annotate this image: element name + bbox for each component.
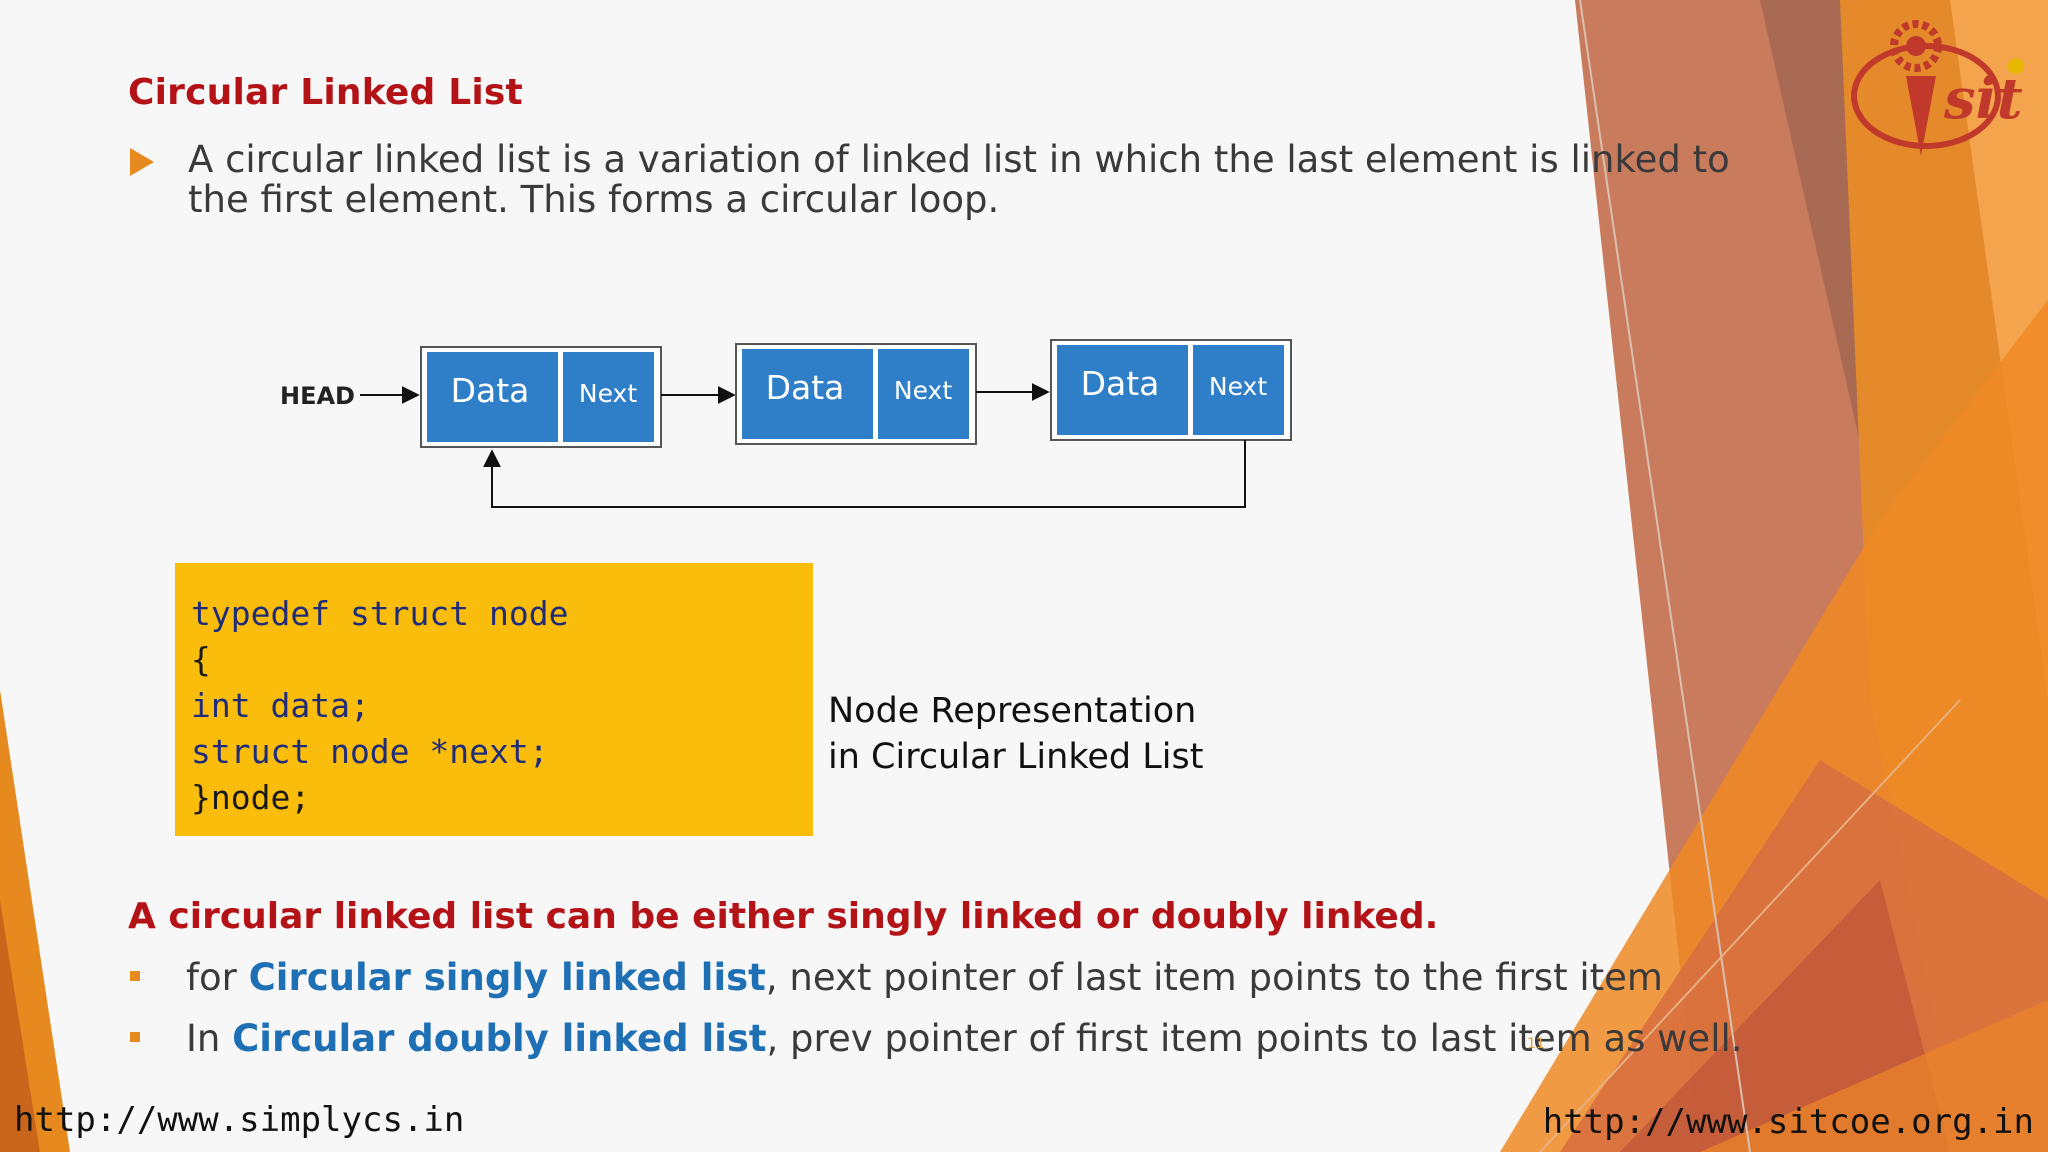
svg-text:sit: sit bbox=[1943, 66, 2023, 132]
bullet-doubly-highlight: Circular doubly linked list bbox=[232, 1017, 767, 1060]
footer-url-left[interactable]: http://www.simplycs.in bbox=[14, 1100, 465, 1140]
bullet-doubly-pre: In bbox=[186, 1017, 233, 1060]
code-line-5: }node; bbox=[191, 778, 311, 817]
node-3: Data Next bbox=[1050, 339, 1292, 441]
code-line-4: struct node *next; bbox=[191, 732, 549, 771]
head-label: HEAD bbox=[280, 382, 355, 410]
bullet-singly-post: , next pointer of last item points to th… bbox=[765, 956, 1663, 999]
footer-url-right[interactable]: http://www.sitcoe.org.in bbox=[1542, 1102, 2034, 1142]
node-3-data: Data bbox=[1081, 364, 1160, 403]
bullet-doubly: In Circular doubly linked list, prev poi… bbox=[130, 1017, 1743, 1060]
page-number: 11 bbox=[1527, 1036, 1545, 1052]
code-caption: Node Representation in Circular Linked L… bbox=[828, 691, 1204, 777]
bullet-singly-pre: for bbox=[186, 956, 249, 999]
slide-title: Circular Linked List bbox=[128, 72, 523, 113]
intro-text: A circular linked list is a variation of… bbox=[188, 138, 1730, 221]
square-bullet-icon bbox=[130, 970, 140, 981]
node-1-data: Data bbox=[451, 371, 530, 410]
loop-back-arrow bbox=[483, 440, 1246, 508]
node-2-next: Next bbox=[894, 376, 952, 405]
bullet-singly-highlight: Circular singly linked list bbox=[248, 956, 766, 999]
bullet-singly: for Circular singly linked list, next po… bbox=[130, 956, 1663, 999]
node-1: Data Next bbox=[420, 346, 662, 448]
code-line-1: typedef struct node bbox=[191, 594, 569, 633]
triangle-bullet-icon bbox=[130, 148, 154, 176]
node-3-next: Next bbox=[1209, 372, 1267, 401]
node-1-next: Next bbox=[579, 379, 637, 408]
code-line-3: int data; bbox=[191, 686, 370, 725]
intro-bullet: A circular linked list is a variation of… bbox=[130, 140, 1750, 220]
code-line-2: { bbox=[191, 640, 211, 679]
struct-code-block: typedef struct node { int data; struct n… bbox=[175, 563, 813, 836]
bullet-doubly-post: , prev pointer of first item points to l… bbox=[766, 1017, 1743, 1060]
sit-logo: sit bbox=[1846, 6, 2036, 170]
node-2-data: Data bbox=[766, 368, 845, 407]
square-bullet-icon bbox=[130, 1031, 140, 1042]
node-2: Data Next bbox=[735, 343, 977, 445]
subheading: A circular linked list can be either sin… bbox=[128, 896, 1439, 937]
